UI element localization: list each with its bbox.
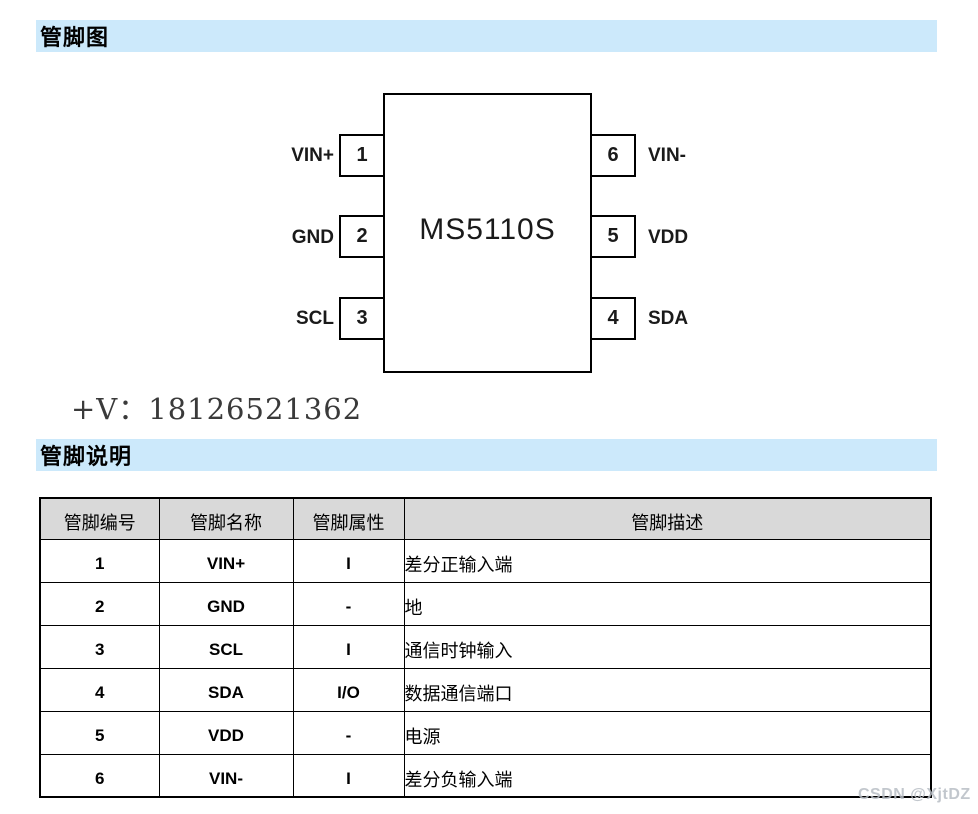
pin-box-5: 5 [590, 215, 636, 258]
pin-box-1: 1 [339, 134, 385, 177]
cell-pin-name: SDA [158, 667, 294, 712]
table-row: 2 GND - 地 [39, 581, 932, 626]
cell-pin-name: VIN- [158, 753, 294, 798]
table-row: 5 VDD - 电源 [39, 710, 932, 755]
table-row: 4 SDA I/O 数据通信端口 [39, 667, 932, 712]
pin-label-vdd: VDD [648, 227, 689, 248]
pin-description-table: 管脚编号 管脚名称 管脚属性 管脚描述 1 VIN+ I 差分正输入端 2 GN… [39, 497, 932, 798]
cell-pin-attr: - [292, 710, 405, 755]
cell-pin-attr: I [292, 753, 405, 798]
chip-part-number: MS5110S [419, 213, 556, 246]
section-bar-pin-diagram: 管脚图 [36, 20, 937, 52]
cell-pin-desc: 差分负输入端 [403, 753, 932, 798]
cell-pin-name: VDD [158, 710, 294, 755]
table-row: 6 VIN- I 差分负输入端 [39, 753, 932, 798]
pin-label-gnd: GND [291, 227, 334, 248]
cell-pin-number: 1 [39, 538, 160, 583]
col-header-pin-number: 管脚编号 [39, 497, 160, 540]
cell-pin-number: 3 [39, 624, 160, 669]
pin-box-4: 4 [590, 297, 636, 340]
pin-label-vin-minus: VIN- [648, 145, 686, 166]
table-row: 3 SCL I 通信时钟输入 [39, 624, 932, 669]
cell-pin-number: 2 [39, 581, 160, 626]
cell-pin-name: GND [158, 581, 294, 626]
cell-pin-attr: - [292, 581, 405, 626]
col-header-pin-desc: 管脚描述 [403, 497, 932, 540]
table-row: 1 VIN+ I 差分正输入端 [39, 538, 932, 583]
table-header-row: 管脚编号 管脚名称 管脚属性 管脚描述 [39, 497, 932, 540]
col-header-pin-name: 管脚名称 [158, 497, 294, 540]
pin-box-3: 3 [339, 297, 385, 340]
chip-body: MS5110S [383, 93, 592, 373]
cell-pin-attr: I [292, 538, 405, 583]
cell-pin-number: 6 [39, 753, 160, 798]
pin-label-scl: SCL [296, 308, 334, 329]
contact-phone-line: +V：18126521362 [71, 392, 363, 426]
pin-label-sda: SDA [648, 308, 689, 329]
cell-pin-desc: 地 [403, 581, 932, 626]
col-header-pin-attr: 管脚属性 [292, 497, 405, 540]
cell-pin-name: SCL [158, 624, 294, 669]
cell-pin-desc: 电源 [403, 710, 932, 755]
section-title-pin-diagram: 管脚图 [40, 25, 110, 51]
pin-box-6: 6 [590, 134, 636, 177]
cell-pin-attr: I [292, 624, 405, 669]
cell-pin-number: 5 [39, 710, 160, 755]
cell-pin-desc: 通信时钟输入 [403, 624, 932, 669]
cell-pin-name: VIN+ [158, 538, 294, 583]
cell-pin-desc: 数据通信端口 [403, 667, 932, 712]
section-title-pin-description: 管脚说明 [40, 444, 133, 470]
cell-pin-desc: 差分正输入端 [403, 538, 932, 583]
pin-label-vin-plus: VIN+ [291, 145, 334, 166]
csdn-watermark: CSDN @XjtDZ [858, 786, 971, 803]
pin-box-2: 2 [339, 215, 385, 258]
cell-pin-number: 4 [39, 667, 160, 712]
section-bar-pin-description: 管脚说明 [36, 439, 937, 471]
cell-pin-attr: I/O [292, 667, 405, 712]
